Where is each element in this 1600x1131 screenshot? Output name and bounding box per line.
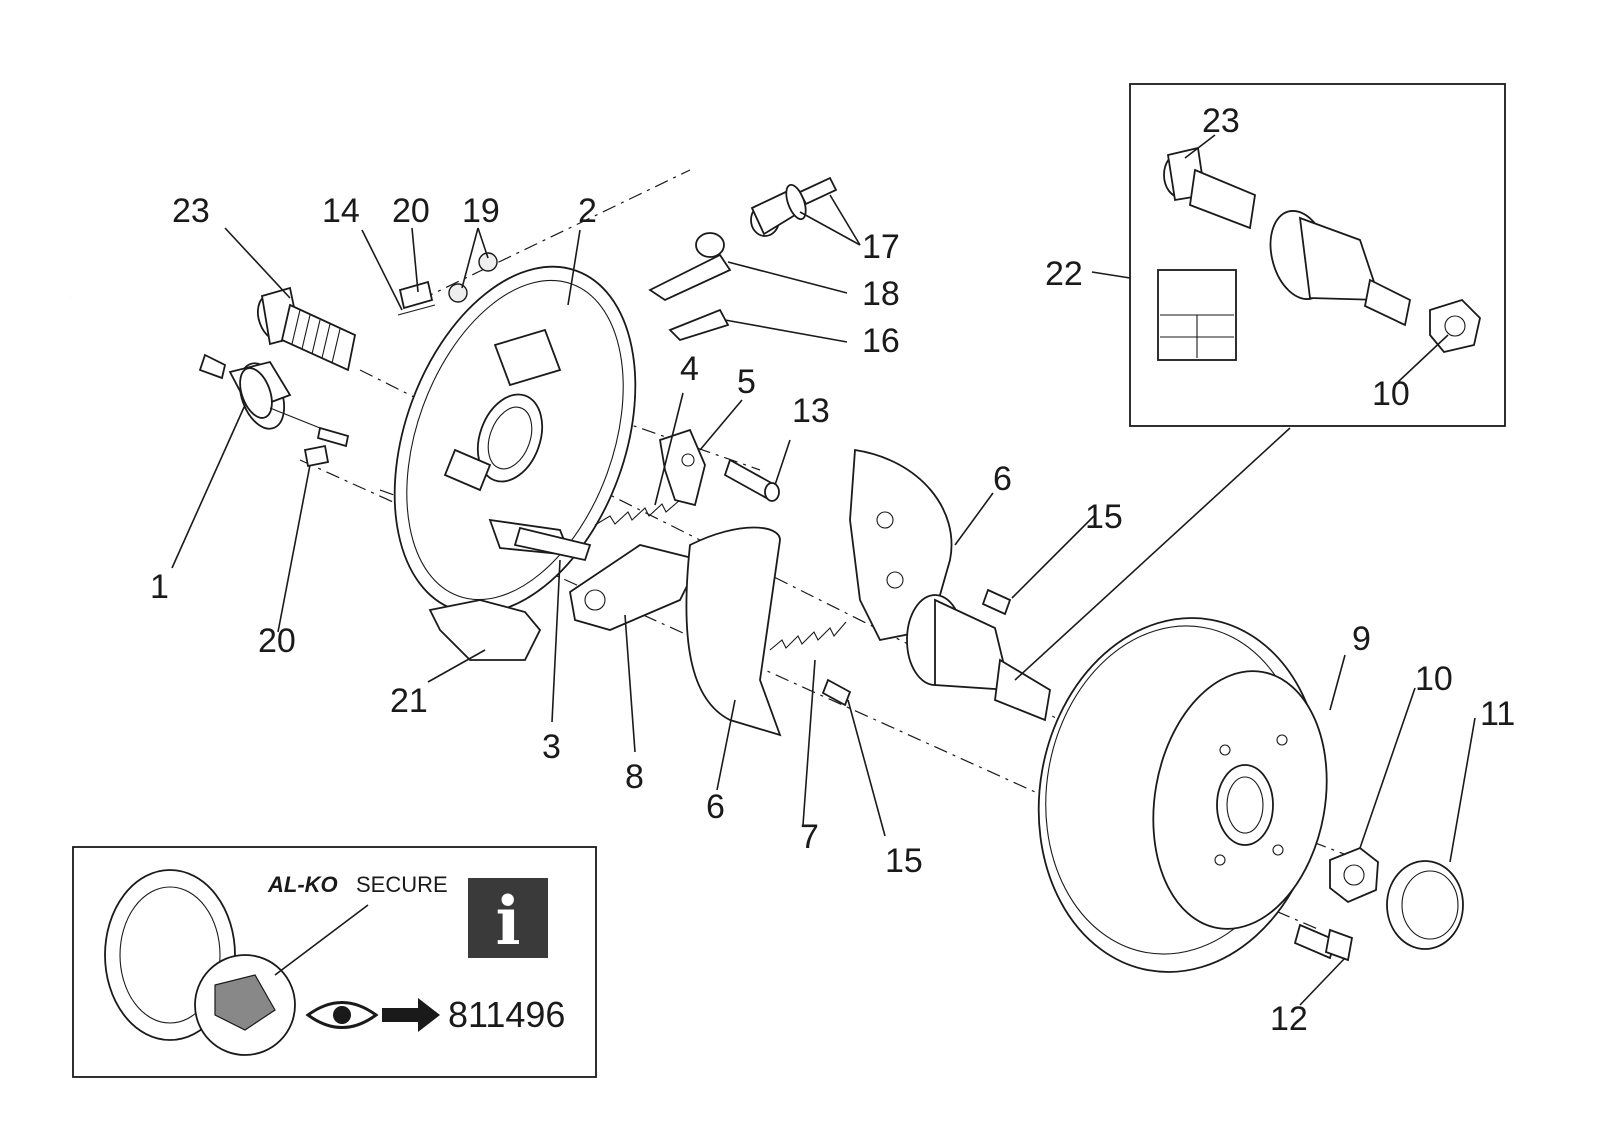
- small-spring-part-lower: [821, 678, 852, 707]
- reference-number: 811496: [448, 994, 565, 1035]
- wheel-bolt-part: [1293, 923, 1354, 962]
- pin-part: [397, 304, 436, 316]
- callout-1: 1: [150, 568, 169, 606]
- adjuster-bolt-part: [750, 176, 838, 237]
- callout-15-upper: 15: [1085, 498, 1123, 536]
- callout-6-lower: 6: [706, 788, 725, 826]
- backing-plate-part: [393, 265, 637, 615]
- adjuster-part: [513, 526, 592, 562]
- kit-box-contents: [1157, 146, 1481, 361]
- callout-10-drum: 10: [1415, 660, 1453, 698]
- callout-12: 12: [1270, 1000, 1308, 1038]
- bolt-sleeve-part-left: [256, 286, 357, 372]
- callout-2: 2: [578, 192, 597, 230]
- callout-14: 14: [322, 192, 360, 230]
- arrow-right-icon: [382, 998, 440, 1032]
- info-box: [72, 846, 597, 1078]
- hub-nut-part: [1329, 846, 1379, 904]
- callout-3: 3: [542, 728, 561, 766]
- cover-plate-part: [428, 599, 542, 661]
- brake-cable-part: [69, 296, 350, 448]
- callout-13: 13: [792, 392, 830, 430]
- spring-clip-part: [668, 308, 730, 342]
- callout-20-upper: 20: [392, 192, 430, 230]
- clip-part: [303, 280, 434, 468]
- eye-icon: [305, 1001, 379, 1029]
- return-spring-part: [769, 621, 847, 651]
- callout-19: 19: [462, 192, 500, 230]
- callout-4: 4: [680, 350, 699, 388]
- shoe-lever-part: [658, 428, 706, 507]
- callout-9: 9: [1352, 620, 1371, 658]
- callout-7: 7: [800, 818, 819, 856]
- secure-label: SECURE: [356, 872, 448, 897]
- brand-logo: AL-KO: [267, 872, 338, 897]
- actuator-part: [569, 544, 702, 631]
- callout-5: 5: [737, 363, 756, 401]
- leader-lines: [171, 134, 1476, 1006]
- callout-18: 18: [862, 275, 900, 313]
- nut-part: [448, 252, 498, 303]
- callout-15-lower: 15: [885, 842, 923, 880]
- brake-shoe-part-upper: [849, 448, 953, 642]
- svg-text:i: i: [495, 882, 520, 960]
- callout-23-kit: 23: [1202, 102, 1240, 140]
- info-icon: i: [468, 878, 548, 960]
- hub-cap-part: [1386, 860, 1464, 950]
- brake-shoe-part-lower: [685, 526, 782, 737]
- callout-11: 11: [1480, 695, 1515, 733]
- kit-box: [1129, 83, 1506, 427]
- secure-wheel-illustration: [104, 869, 369, 1056]
- small-spring-part-upper: [981, 588, 1012, 616]
- callout-labels: 1 2 3 4 5 6 6 7 8 9 10 10 11 12 13 14 15…: [150, 102, 1515, 1038]
- callout-20-lower: 20: [258, 622, 296, 660]
- callout-10-kit: 10: [1372, 375, 1410, 413]
- callout-6-upper: 6: [993, 460, 1012, 498]
- callout-21: 21: [390, 682, 428, 720]
- brake-drum-part: [1037, 617, 1328, 973]
- callout-8: 8: [625, 758, 644, 796]
- callout-23-left: 23: [172, 192, 210, 230]
- callout-22: 22: [1045, 255, 1083, 293]
- spring-part-4: [594, 499, 681, 526]
- lever-part: [648, 232, 732, 302]
- pin-part-13: [723, 458, 780, 502]
- callout-17: 17: [862, 228, 900, 266]
- axle-stub-part: [906, 594, 1051, 722]
- callout-16: 16: [862, 322, 900, 360]
